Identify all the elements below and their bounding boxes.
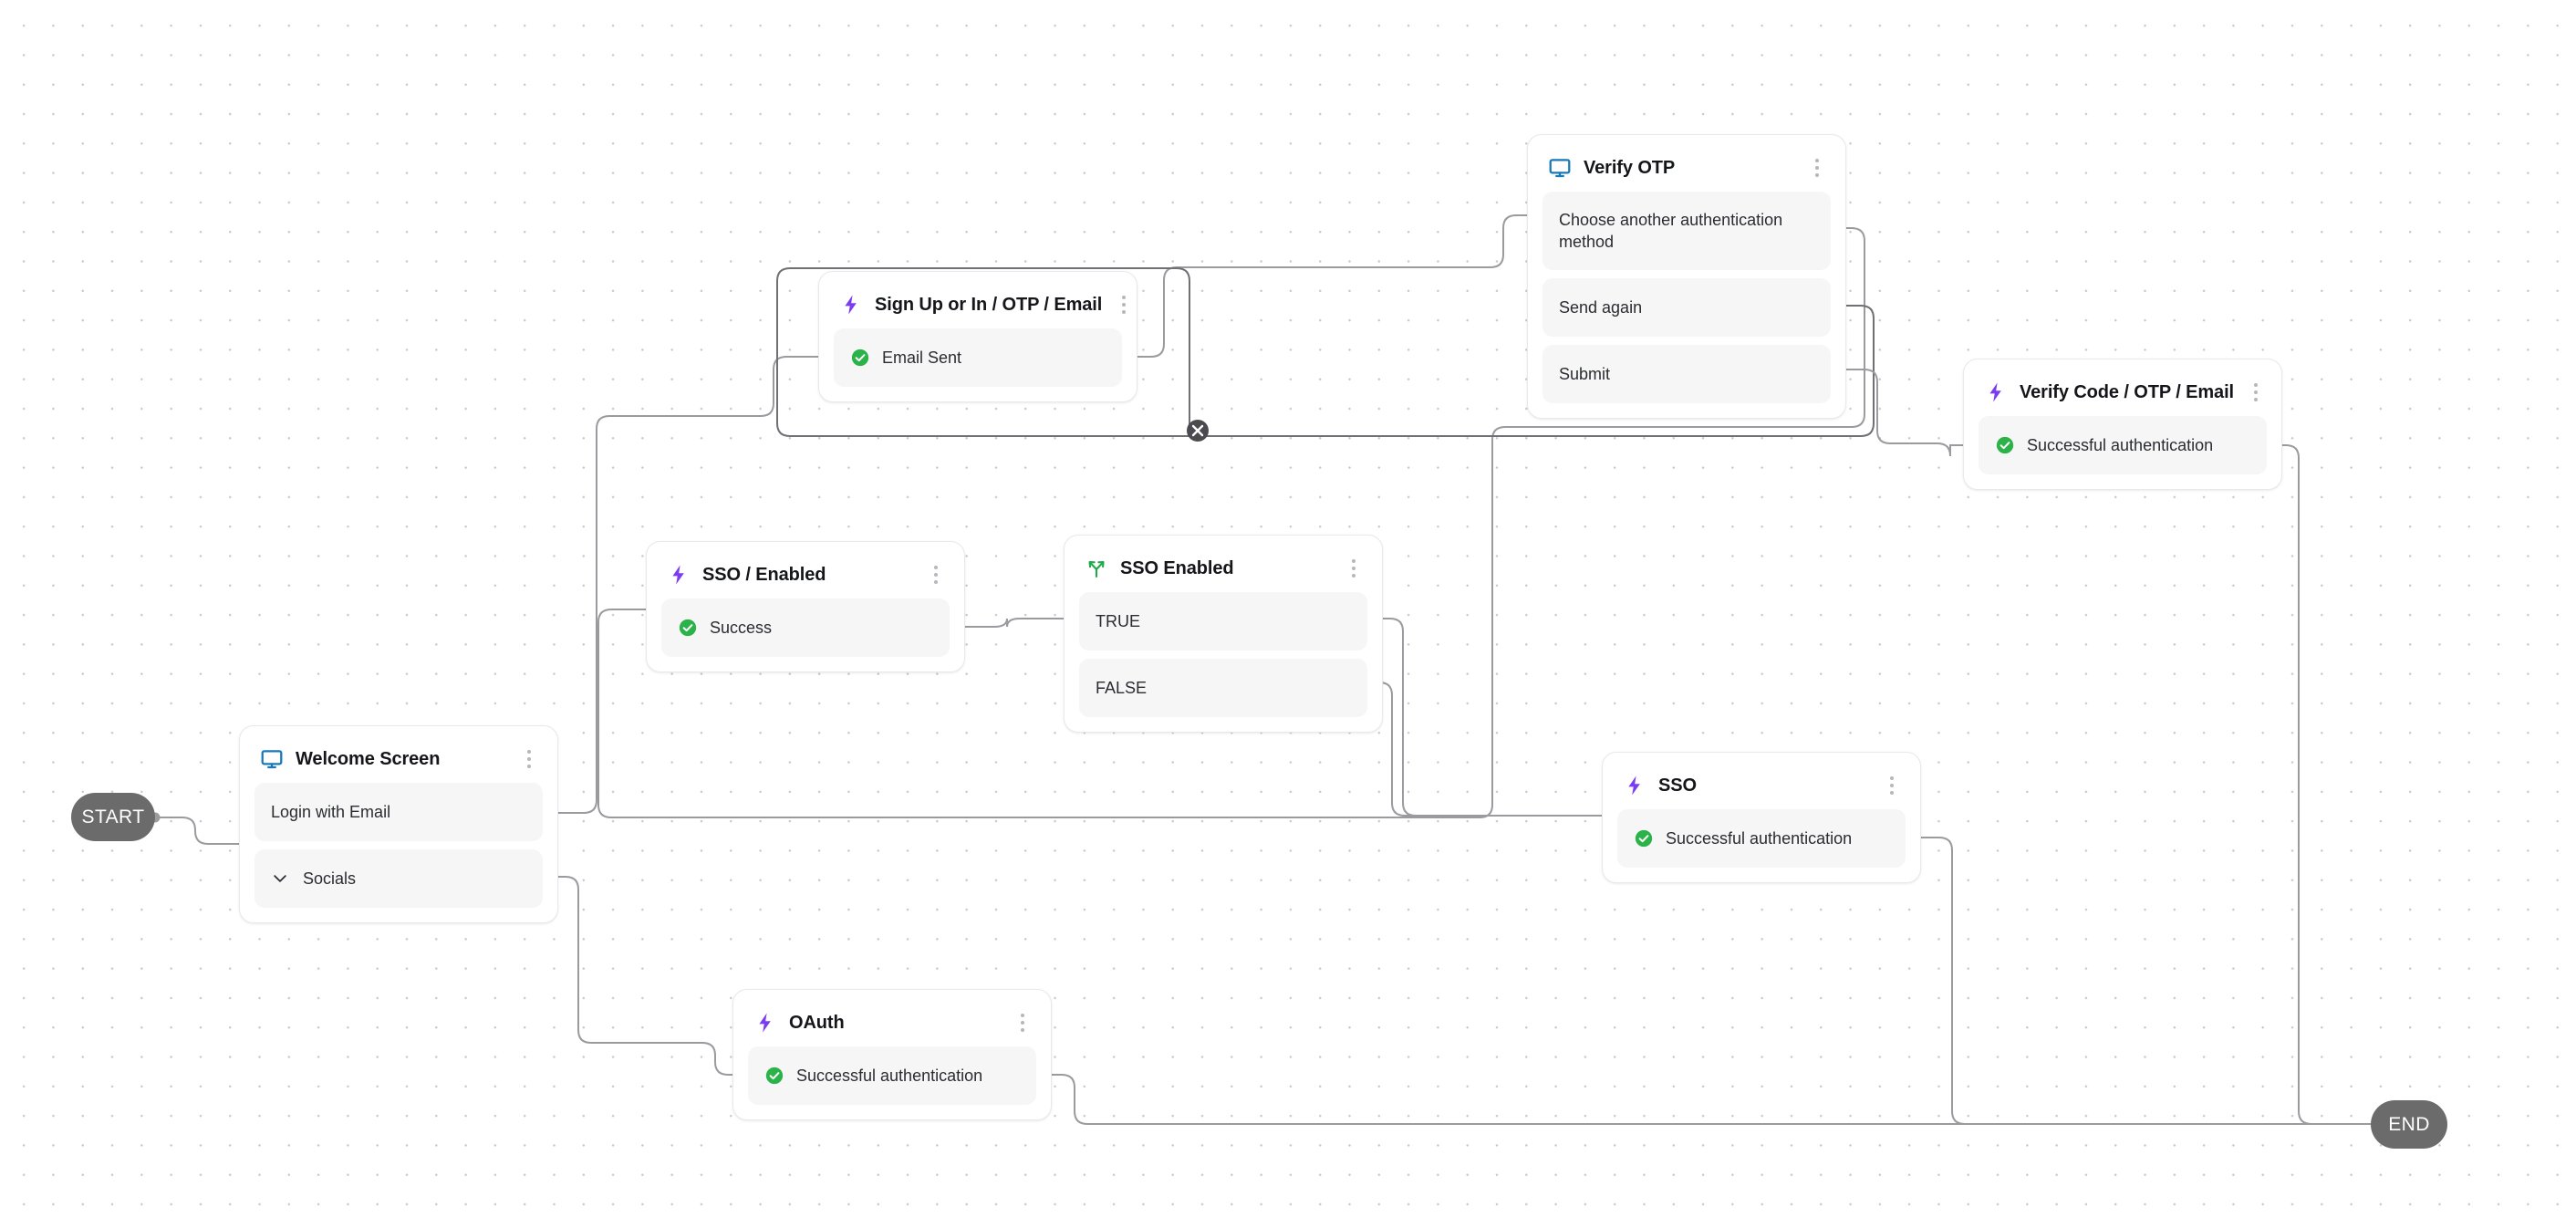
lightning-bolt-icon (839, 293, 863, 317)
row-label: Email Sent (882, 348, 962, 367)
node-menu-button[interactable] (1344, 556, 1364, 581)
node-sso[interactable]: SSO Successful authentication (1602, 752, 1921, 883)
node-title: Welcome Screen (296, 748, 441, 769)
edge-submit-to-verify-code (1831, 369, 1963, 457)
node-header: Sign Up or In / OTP / Email (834, 285, 1127, 328)
node-title: Sign Up or In / OTP / Email (875, 294, 1103, 315)
end-node[interactable]: END (2371, 1100, 2447, 1149)
edge-true-to-sso (1366, 618, 1602, 817)
lightning-bolt-icon (667, 563, 691, 587)
edge-false-to-sso (1366, 682, 1602, 817)
monitor-icon (1548, 156, 1572, 180)
row-label: Choose another authentication method (1559, 210, 1783, 251)
node-title: SSO Enabled (1120, 557, 1234, 578)
node-title: SSO / Enabled (702, 564, 826, 585)
node-header: Verify Code / OTP / Email (1979, 372, 2267, 416)
check-circle-icon (678, 618, 698, 638)
check-circle-icon (1995, 435, 2015, 455)
start-node-label: START (81, 806, 145, 827)
lightning-bolt-icon (1984, 380, 2008, 404)
node-rows: Successful authentication (1979, 416, 2267, 474)
node-rows: Successful authentication (748, 1046, 1036, 1105)
row-label: Successful authentication (2027, 435, 2214, 454)
edge-email-sent-to-verify-otp (1120, 214, 1527, 358)
node-menu-button[interactable] (926, 562, 946, 588)
row-success[interactable]: Success (661, 598, 950, 657)
lightning-bolt-icon (753, 1011, 777, 1035)
row-label: Send again (1559, 297, 1643, 317)
edge-delete-button[interactable] (1187, 420, 1209, 442)
node-menu-button[interactable] (1013, 1010, 1033, 1035)
node-sso-enabled-action[interactable]: SSO / Enabled Success (646, 541, 965, 672)
row-label: Successful authentication (796, 1066, 983, 1085)
row-label: Success (710, 618, 773, 637)
row-successful-authentication[interactable]: Successful authentication (1979, 416, 2267, 474)
edge-oauth-to-end (1035, 1074, 2371, 1125)
check-circle-icon (764, 1066, 784, 1086)
edge-start-to-welcome (155, 817, 239, 845)
row-true[interactable]: TRUE (1079, 592, 1367, 650)
node-rows: Choose another authentication method Sen… (1542, 192, 1831, 403)
check-circle-icon (1634, 828, 1654, 848)
node-rows: Successful authentication (1617, 809, 1906, 868)
node-header: Welcome Screen (254, 739, 543, 783)
node-welcome-screen[interactable]: Welcome Screen Login with Email Socials (239, 725, 558, 923)
node-sign-up-or-in-otp-email[interactable]: Sign Up or In / OTP / Email Email Sent (818, 271, 1137, 402)
row-label: Login with Email (271, 802, 391, 821)
row-successful-authentication[interactable]: Successful authentication (748, 1046, 1036, 1105)
row-label: Submit (1559, 364, 1611, 383)
row-label: Successful authentication (1666, 828, 1853, 848)
node-menu-button[interactable] (519, 746, 539, 772)
node-header: SSO Enabled (1079, 548, 1367, 592)
node-header: OAuth (748, 1003, 1036, 1046)
node-title: Verify Code / OTP / Email (2020, 381, 2234, 402)
chevron-down-icon (271, 869, 291, 889)
row-label: Socials (303, 869, 357, 888)
row-label: FALSE (1096, 678, 1148, 697)
node-sso-enabled-branch[interactable]: SSO Enabled TRUE FALSE (1064, 535, 1383, 733)
node-title: OAuth (789, 1012, 845, 1033)
node-rows: Success (661, 598, 950, 657)
node-title: Verify OTP (1584, 157, 1676, 178)
monitor-icon (260, 747, 284, 771)
node-menu-button[interactable] (2246, 380, 2266, 405)
row-successful-authentication[interactable]: Successful authentication (1617, 809, 1906, 868)
node-oauth[interactable]: OAuth Successful authentication (732, 989, 1052, 1120)
node-rows: Login with Email Socials (254, 783, 543, 908)
row-false[interactable]: FALSE (1079, 659, 1367, 717)
edge-socials-to-oauth (542, 876, 732, 1076)
node-verify-otp[interactable]: Verify OTP Choose another authentication… (1527, 134, 1846, 419)
node-menu-button[interactable] (1807, 155, 1827, 181)
node-menu-button[interactable] (1114, 292, 1134, 317)
node-header: SSO (1617, 765, 1906, 809)
row-login-with-email[interactable]: Login with Email (254, 783, 543, 841)
node-header: Verify OTP (1542, 148, 1831, 192)
edge-verify-code-to-end (2265, 444, 2371, 1125)
lightning-bolt-icon (1623, 774, 1646, 797)
row-socials[interactable]: Socials (254, 849, 543, 908)
node-rows: TRUE FALSE (1079, 592, 1367, 717)
row-email-sent[interactable]: Email Sent (834, 328, 1122, 387)
row-label: TRUE (1096, 611, 1140, 630)
row-send-again[interactable]: Send again (1542, 278, 1831, 337)
node-title: SSO (1658, 775, 1697, 796)
node-verify-code-otp-email[interactable]: Verify Code / OTP / Email Successful aut… (1963, 359, 2282, 490)
node-header: SSO / Enabled (661, 555, 950, 598)
end-node-label: END (2388, 1113, 2430, 1135)
node-rows: Email Sent (834, 328, 1122, 387)
check-circle-icon (850, 348, 870, 368)
start-node[interactable]: START (71, 793, 155, 841)
node-menu-button[interactable] (1882, 773, 1902, 798)
row-submit[interactable]: Submit (1542, 345, 1831, 403)
branch-fork-icon (1085, 557, 1108, 580)
edge-success-to-sso-branch (949, 618, 1064, 628)
row-choose-another-authentication-method[interactable]: Choose another authentication method (1542, 192, 1831, 270)
edge-sso-to-end (1904, 837, 2371, 1125)
